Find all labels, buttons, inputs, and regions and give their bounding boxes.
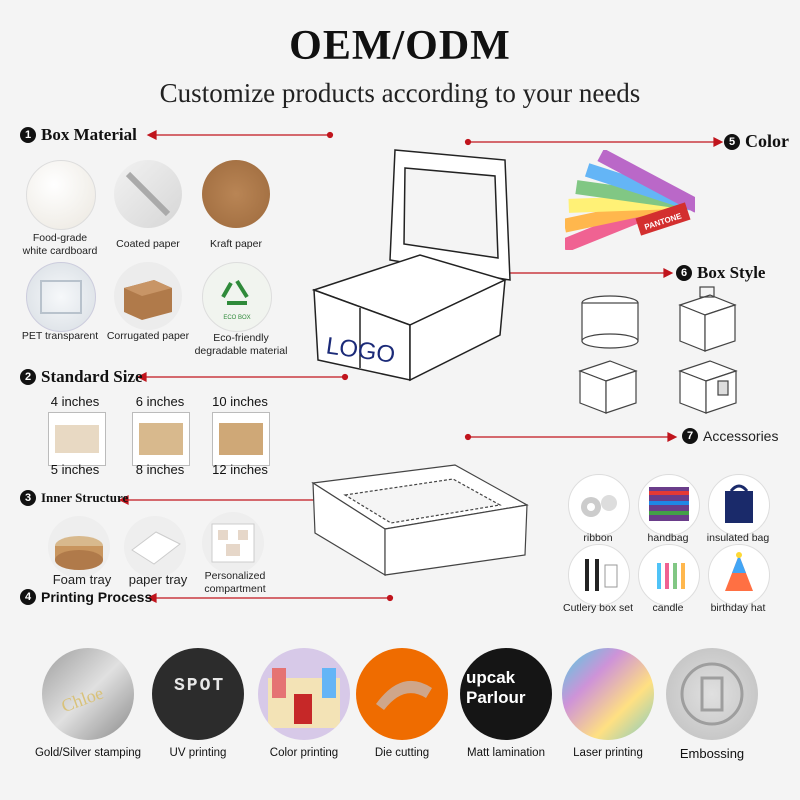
accessory-caption: Cutlery box set (562, 602, 634, 614)
kraft-paper-image (202, 160, 270, 228)
size-box-small (48, 412, 106, 466)
handbag-image (638, 474, 700, 536)
pet-transparent-image (26, 262, 96, 332)
accessory-caption: ribbon (583, 532, 613, 544)
page-title: OEM/ODM (289, 23, 511, 69)
accessory-caption: birthday hat (710, 602, 766, 614)
ribbon-image (568, 474, 630, 536)
die-cutting-image (356, 648, 448, 740)
accessory-caption: insulated bag (706, 532, 770, 544)
section-inner-structure: 3 Inner Structure (20, 490, 128, 506)
section-number: 2 (20, 369, 36, 385)
section-accessories: 7 Accessories (682, 428, 778, 444)
section-label: Box Style (697, 263, 766, 282)
process-caption: Laser printing (573, 747, 643, 759)
section-number: 1 (20, 127, 36, 143)
box-style-illustrations (578, 286, 738, 414)
laser-printing-image (562, 648, 654, 740)
insulated-bag-image (708, 474, 770, 536)
process-caption: Die cutting (374, 747, 430, 759)
process-caption: UV printing (169, 747, 227, 759)
uv-printing-image: SPOT (152, 648, 244, 740)
paper-tray-image (124, 516, 186, 578)
section-label: Box Material (41, 125, 137, 144)
inner-caption: Foam tray (52, 572, 112, 587)
size-bottom-label: 5 inches (50, 462, 100, 477)
section-label: Printing Process (41, 589, 153, 605)
section-box-style: 6 Box Style (676, 263, 765, 283)
section-label: Color (745, 131, 789, 151)
white-cardboard-image (26, 160, 96, 230)
section-number: 3 (20, 490, 36, 506)
window-box-illustration (311, 464, 529, 577)
accessory-caption: handbag (647, 532, 689, 544)
eco-material-image: ECO BOX (202, 262, 272, 332)
section-printing-process: 4 Printing Process (20, 589, 152, 605)
process-caption: Embossing (679, 746, 745, 761)
size-box-medium (132, 412, 190, 466)
section-label: Standard Size (41, 367, 143, 386)
section-number: 7 (682, 428, 698, 444)
coated-paper-image (114, 160, 182, 228)
birthday-hat-image (708, 544, 770, 606)
corrugated-paper-image (114, 262, 182, 330)
main-box-illustration: LOGO (311, 149, 511, 382)
candle-image (638, 544, 700, 606)
material-caption: PET transparent (21, 330, 99, 342)
page-subtitle: Customize products according to your nee… (159, 78, 641, 108)
inner-caption: paper tray (128, 572, 188, 587)
section-color: 5 Color (724, 131, 789, 152)
material-caption: Coated paper (116, 238, 180, 250)
foam-tray-image (48, 516, 110, 578)
gold-silver-stamping-image: Chloe (42, 648, 134, 740)
process-caption: Color printing (269, 747, 339, 759)
eco-badge-text: ECO BOX (223, 315, 250, 321)
size-box-large (212, 412, 270, 466)
size-bottom-label: 12 inches (212, 462, 268, 477)
section-number: 5 (724, 133, 740, 150)
material-caption: Kraft paper (210, 238, 262, 250)
section-number: 6 (676, 265, 692, 281)
size-top-label: 6 inches (135, 394, 185, 409)
cutlery-image (568, 544, 630, 606)
process-caption: Gold/Silver stamping (34, 747, 142, 759)
size-bottom-label: 8 inches (135, 462, 185, 477)
material-caption: Corrugated paper (106, 330, 190, 342)
color-printing-image (258, 648, 350, 740)
section-label: Accessories (703, 428, 779, 444)
compartment-image (202, 512, 264, 574)
size-top-label: 4 inches (50, 394, 100, 409)
embossing-image (666, 648, 758, 740)
pantone-swatch-fan: PANTONE (565, 150, 695, 250)
section-standard-size: 2 Standard Size (20, 367, 143, 387)
process-caption: Matt lamination (467, 747, 545, 759)
section-number: 4 (20, 589, 36, 605)
size-top-label: 10 inches (212, 394, 268, 409)
section-box-material: 1 Box Material (20, 125, 137, 145)
section-label: Inner Structure (41, 490, 129, 505)
matt-lamination-image: upcak Parlour (460, 648, 552, 740)
accessory-caption: candle (652, 602, 684, 614)
